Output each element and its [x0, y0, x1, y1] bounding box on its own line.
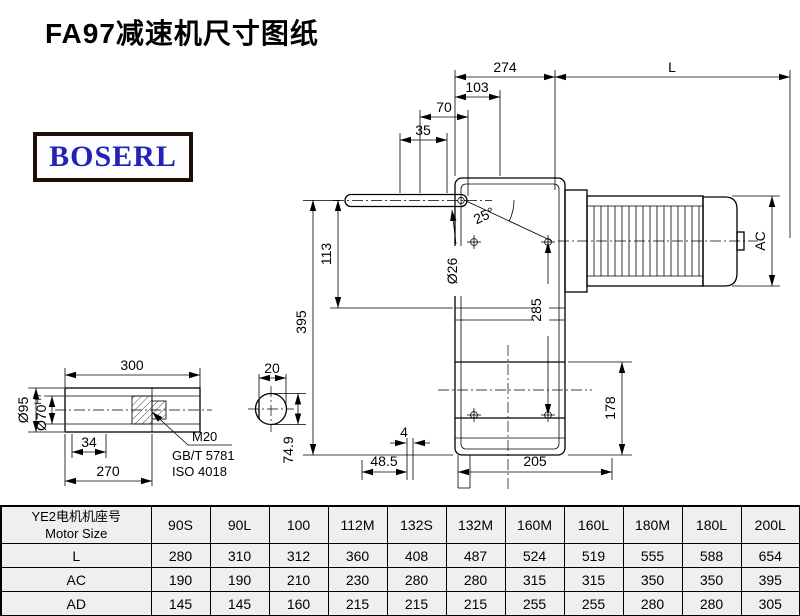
cell: 230: [327, 567, 388, 592]
cell: 315: [563, 567, 624, 592]
dim-AC-label: AC: [752, 231, 768, 250]
column-header: 180L: [681, 505, 742, 544]
cell: 280: [386, 567, 447, 592]
column-header: 132M: [445, 505, 506, 544]
cell: 145: [150, 591, 211, 616]
dim-L-label: L: [668, 59, 676, 75]
cell: 280: [445, 567, 506, 592]
cell: 215: [445, 591, 506, 616]
table-header-row: YE2电机机座号 Motor Size 90S 90L 100 112M 132…: [0, 505, 800, 544]
cell: 255: [563, 591, 624, 616]
cell: 215: [386, 591, 447, 616]
column-header: 90L: [209, 505, 270, 544]
cell: 190: [150, 567, 211, 592]
dim-74-9-label: 74.9: [280, 436, 296, 463]
motor-size-header: YE2电机机座号 Motor Size: [0, 505, 152, 544]
column-header: 200L: [740, 505, 800, 544]
cell: 555: [622, 543, 683, 568]
dim-300-label: 300: [120, 357, 144, 373]
dimension-labels: 274 L 103 70 35 25° Ø26 395 113 285 AC 1…: [15, 59, 768, 479]
dim-178-label: 178: [602, 396, 618, 420]
column-header: 100: [268, 505, 329, 544]
row-label: AD: [0, 591, 152, 616]
dim-70H7-label: Ø70H7: [33, 393, 49, 431]
motor-size-table: YE2电机机座号 Motor Size 90S 90L 100 112M 132…: [0, 505, 800, 616]
column-header: 180M: [622, 505, 683, 544]
dim-270-label: 270: [96, 463, 120, 479]
table-row: AD 145 145 160 215 215 215 255 255 280 2…: [0, 591, 800, 616]
cell: 305: [740, 591, 800, 616]
dim-70-label: 70: [436, 99, 452, 115]
column-header: 112M: [327, 505, 388, 544]
dim-4-label: 4: [400, 424, 408, 440]
dimension-lines: [32, 73, 790, 485]
cell: 145: [209, 591, 270, 616]
cell: 350: [622, 567, 683, 592]
dim-95-label: Ø95: [15, 397, 31, 424]
table-row: AC 190 190 210 230 280 280 315 315 350 3…: [0, 567, 800, 592]
dim-20-label: 20: [264, 360, 280, 376]
cell: 312: [268, 543, 329, 568]
cell: 654: [740, 543, 800, 568]
dim-48-5-label: 48.5: [370, 453, 397, 469]
cell: 524: [504, 543, 565, 568]
hollow-shaft-detail: [55, 387, 232, 446]
dim-rod-diameter-label: Ø26: [444, 258, 460, 285]
cell: 190: [209, 567, 270, 592]
motor-size-header-en: Motor Size: [45, 526, 108, 541]
cell: 408: [386, 543, 447, 568]
dim-113-label: 113: [318, 243, 334, 266]
dim-25deg-label: 25°: [471, 204, 497, 227]
technical-drawing: 274 L 103 70 35 25° Ø26 395 113 285 AC 1…: [15, 59, 791, 492]
dim-395-label: 395: [293, 310, 309, 334]
column-header: 160M: [504, 505, 565, 544]
extension-lines: [28, 70, 791, 486]
table-row: L 280 310 312 360 408 487 524 519 555 58…: [0, 543, 800, 568]
cell: 487: [445, 543, 506, 568]
cell: 280: [681, 591, 742, 616]
cell: 315: [504, 567, 565, 592]
motor-size-header-cn: YE2电机机座号: [31, 509, 122, 524]
bolt-thread-label: M20: [192, 429, 217, 444]
shaft-section-detail: [248, 386, 294, 432]
brand-logo-text: BOSERL: [49, 140, 177, 173]
bolt-leader-line: [151, 411, 232, 446]
motor: [558, 189, 758, 293]
bolt-standard-gb-label: GB/T 5781: [172, 448, 235, 463]
dim-274-label: 274: [493, 59, 517, 75]
dim-34-label: 34: [81, 434, 97, 450]
cell: 280: [150, 543, 211, 568]
cell: 210: [268, 567, 329, 592]
cell: 350: [681, 567, 742, 592]
cell: 160: [268, 591, 329, 616]
row-label: L: [0, 543, 152, 568]
page-title: FA97减速机尺寸图纸: [45, 18, 319, 49]
dim-205-label: 205: [523, 453, 547, 469]
cell: 588: [681, 543, 742, 568]
motor-fins: [593, 206, 700, 276]
fan-cowl: [702, 196, 738, 287]
column-header: 132S: [386, 505, 447, 544]
column-header: 160L: [563, 505, 624, 544]
cell: 310: [209, 543, 270, 568]
cell: 255: [504, 591, 565, 616]
dim-103-label: 103: [465, 79, 489, 95]
dim-285-label: 285: [528, 298, 544, 322]
column-header: 90S: [150, 505, 211, 544]
cell: 215: [327, 591, 388, 616]
cell: 519: [563, 543, 624, 568]
row-label: AC: [0, 567, 152, 592]
brand-logo: BOSERL: [33, 132, 193, 182]
cell: 360: [327, 543, 388, 568]
torque-arm-rod: [333, 193, 553, 242]
dim-35-label: 35: [415, 122, 431, 138]
bolt-standard-iso-label: ISO 4018: [172, 464, 227, 479]
gearbox-housing: [438, 177, 592, 492]
cell: 280: [622, 591, 683, 616]
cell: 395: [740, 567, 800, 592]
